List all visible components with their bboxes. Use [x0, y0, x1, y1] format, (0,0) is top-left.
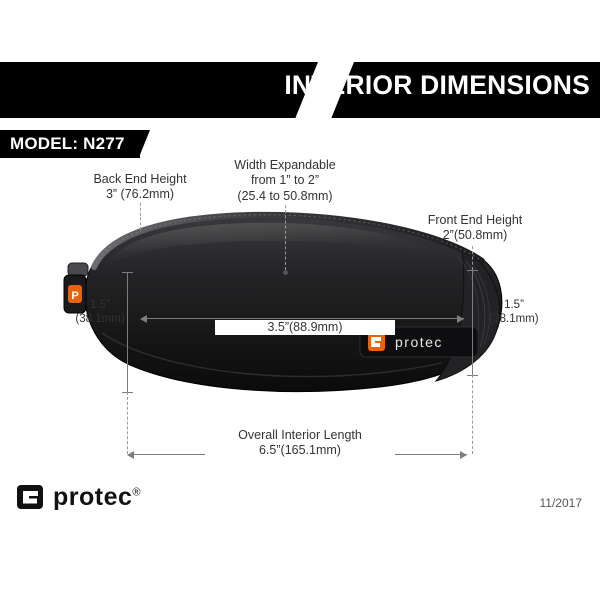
anno-overall-length-line1: Overall Interior Length — [238, 428, 362, 442]
guide-back-end-height — [140, 203, 141, 230]
measure-front-end-vertical — [472, 270, 473, 375]
measure-front-end-cap-top — [467, 270, 478, 271]
anno-width-expandable: Width Expandable from 1” to 2” (25.4 to … — [200, 158, 370, 204]
header-section-title: INTERIOR DIMENSIONS — [284, 70, 590, 100]
guide-front-end-height — [472, 246, 473, 270]
header-title-line2: Neoprene Mouthpiece Pouch — [12, 26, 229, 45]
anno-left-width-line2: (38.1mm) — [75, 313, 125, 326]
guide-overall-left — [127, 392, 128, 454]
model-label: MODEL: N277 — [10, 134, 125, 153]
anno-width-expandable-line3: (25.4 to 50.8mm) — [237, 188, 333, 203]
pouch-graphic: P protec — [63, 211, 503, 393]
anno-overall-length: Overall Interior Length 6.5”(165.1mm) — [205, 428, 395, 459]
anno-back-end-height-line1: Back End Height — [93, 172, 187, 186]
header-product-title: Baritone Saxophone Neoprene Mouthpiece P… — [12, 7, 332, 46]
guide-width-expandable — [285, 205, 286, 270]
footer-wordmark-group: protec® — [53, 483, 141, 512]
header-title-line1: Baritone Saxophone — [12, 7, 164, 25]
footer-wordmark-text: protec — [53, 482, 133, 511]
anno-width-expandable-line2: from 1” to 2” — [250, 173, 320, 188]
measure-center-arrow-right — [457, 315, 464, 323]
guide-width-expandable-dot — [283, 270, 288, 275]
measure-back-end-vertical — [127, 272, 128, 392]
guide-overall-right — [472, 375, 473, 454]
anno-right-width: 1.5” (38.1mm) — [476, 298, 552, 326]
anno-center-width: 3.5”(88.9mm) — [215, 320, 395, 336]
zipper-teeth — [93, 214, 483, 268]
zipper-pull-label: P — [71, 290, 78, 302]
product-illustration: P protec — [50, 205, 550, 405]
measure-overall-arrow-right — [460, 451, 467, 459]
measure-overall-arrow-left — [127, 451, 134, 459]
anno-left-width-line1: 1.5” — [90, 299, 110, 311]
protec-logo-icon — [17, 485, 43, 509]
footer-logo: protec® — [16, 482, 141, 512]
pouch-seam — [101, 332, 443, 378]
anno-right-width-line1: 1.5” — [504, 299, 524, 311]
anno-back-end-height-line2: 3” (76.2mm) — [105, 187, 175, 202]
footer-date: 11/2017 — [539, 496, 583, 510]
anno-overall-length-line2: 6.5”(165.1mm) — [259, 443, 341, 458]
brand-patch-text: protec — [395, 334, 443, 350]
anno-left-width: 1.5” (38.1mm) — [62, 298, 138, 326]
footer-registered-mark: ® — [132, 486, 142, 499]
anno-right-width-line2: (38.1mm) — [489, 313, 539, 326]
anno-width-expandable-line1: Width Expandable — [234, 158, 336, 172]
anno-back-end-height: Back End Height 3” (76.2mm) — [75, 172, 205, 203]
anno-center-width-line1: 3.5”(88.9mm) — [267, 320, 343, 334]
pouch-right-panel — [434, 246, 501, 382]
measure-back-end-cap-top — [122, 272, 133, 273]
measure-center-width — [146, 318, 464, 319]
anno-front-end-height-line1: Front End Height — [427, 213, 523, 227]
zipper-pull: P — [63, 262, 89, 314]
anno-front-end-height: Front End Height 2”(50.8mm) — [400, 213, 550, 244]
measure-center-arrow-left — [140, 315, 147, 323]
anno-front-end-height-line2: 2”(50.8mm) — [442, 228, 508, 243]
pouch-highlight — [102, 222, 454, 271]
